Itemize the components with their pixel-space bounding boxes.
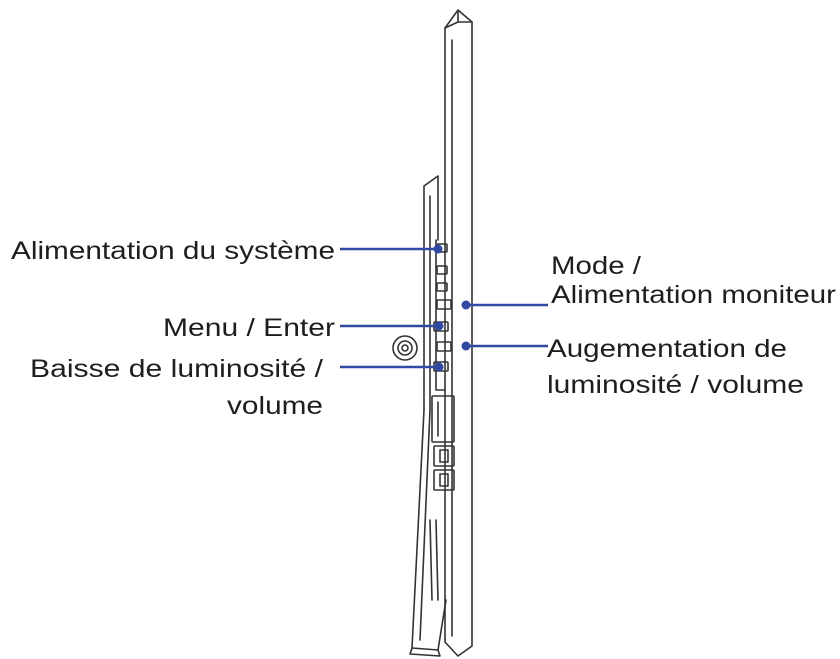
- dot-system-power: [433, 244, 443, 254]
- usb-port-1-tongue: [439, 449, 449, 463]
- stand-inner-edge: [419, 195, 431, 641]
- button-bezel: [435, 239, 446, 391]
- usb-port-2-tongue: [439, 473, 449, 487]
- brightness-up-button: [436, 341, 452, 352]
- monitor-top-cap: [444, 21, 473, 29]
- lower-body-detail: [429, 519, 439, 601]
- round-knob-inner: [397, 340, 413, 356]
- label-mode-line1: Mode /: [551, 252, 641, 280]
- dot-mode: [461, 300, 471, 310]
- usb-port-2: [433, 469, 455, 491]
- dot-brightness-up: [461, 341, 471, 351]
- port-group: [431, 395, 455, 491]
- monitor-body-outline: [444, 9, 473, 657]
- callout-labels: Alimentation du système Mode / Alimentat…: [11, 237, 836, 420]
- card-reader-slot: [431, 395, 455, 443]
- side-button-3: [436, 282, 448, 292]
- stand-foot: [409, 647, 441, 657]
- mode-button: [436, 299, 452, 310]
- dot-menu-enter: [434, 321, 444, 331]
- usb-port-1: [433, 445, 455, 467]
- monitor-body-edge: [451, 11, 459, 637]
- label-menu-enter: Menu / Enter: [163, 314, 335, 342]
- label-brightness-up-line2: luminosité / volume: [547, 371, 804, 399]
- label-mode-line2: Alimentation moniteur: [551, 281, 836, 309]
- label-brightness-down-line2: volume: [227, 392, 323, 420]
- side-button-2: [436, 265, 448, 275]
- label-system-power: Alimentation du système: [11, 237, 335, 265]
- monitor-side-view: [392, 9, 473, 657]
- label-brightness-up-line1: Augementation de: [547, 335, 787, 363]
- dot-brightness-down: [434, 362, 444, 372]
- round-knob-center: [401, 344, 409, 352]
- round-knob-outer: [392, 335, 418, 361]
- label-brightness-down-line1: Baisse de luminosité /: [30, 355, 323, 383]
- leader-lines: [340, 244, 548, 372]
